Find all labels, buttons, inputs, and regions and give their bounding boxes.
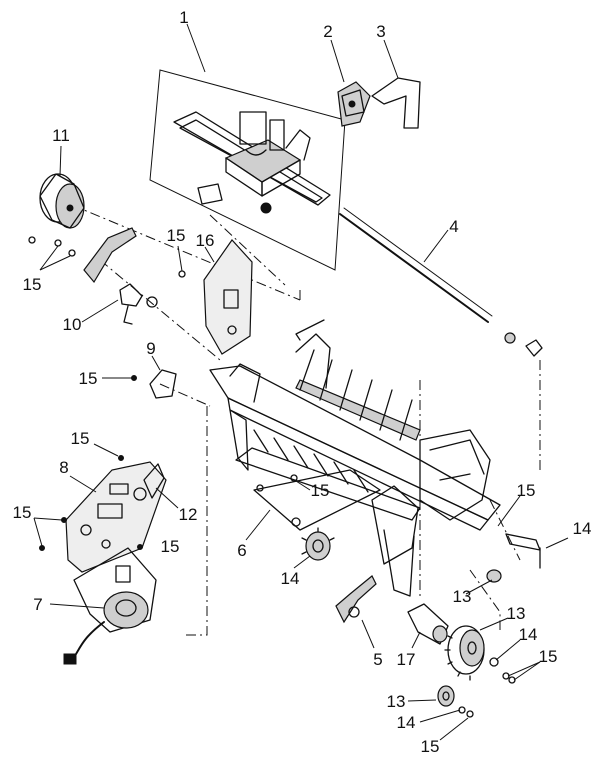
callout-15-j: 15	[421, 737, 440, 756]
part-stepper-motor[interactable]	[63, 547, 157, 665]
part-washer-right[interactable]	[486, 569, 502, 583]
screw-plate-top[interactable]	[118, 455, 124, 461]
screw-bracket[interactable]	[131, 375, 137, 381]
part-feed-lever[interactable]	[335, 575, 377, 624]
callout-8: 8	[59, 458, 68, 477]
callout-13-b: 13	[507, 604, 526, 623]
callout-15-g: 15	[311, 481, 330, 500]
part-right-bracket[interactable]	[505, 533, 541, 569]
callout-15-b: 15	[167, 226, 186, 245]
callout-15-c: 15	[79, 369, 98, 388]
screw-plate-right[interactable]	[137, 544, 143, 550]
callout-13-a: 14	[281, 569, 300, 588]
callout-6: 6	[237, 541, 246, 560]
screw-plate-left-b[interactable]	[39, 545, 45, 551]
callout-15-f: 15	[161, 537, 180, 556]
part-main-frame[interactable]	[209, 319, 501, 597]
washer-gear[interactable]	[489, 657, 499, 667]
part-carriage-assembly[interactable]	[149, 69, 346, 271]
callout-16: 16	[196, 231, 215, 250]
callout-15-h: 14	[573, 519, 592, 538]
callout-12: 12	[179, 505, 198, 524]
callout-7: 7	[33, 595, 42, 614]
screw-gear-b[interactable]	[508, 676, 516, 684]
callout-2: 2	[323, 22, 332, 41]
callout-11: 11	[52, 126, 70, 145]
part-large-gear[interactable]	[444, 625, 485, 681]
part-small-plate[interactable]	[143, 463, 165, 499]
callout-1: 1	[179, 8, 188, 27]
part-side-plate[interactable]	[203, 239, 253, 355]
part-carriage-shaft[interactable]	[339, 207, 543, 357]
callout-9: 9	[146, 339, 155, 358]
callout-15-e: 15	[13, 503, 32, 522]
part-base-plate[interactable]	[253, 469, 381, 531]
callout-14-a: 15	[517, 481, 536, 500]
callout-5: 5	[373, 650, 382, 669]
callout-15-a: 15	[23, 275, 42, 294]
part-small-gear-bottom[interactable]	[437, 685, 455, 707]
part-lever-bracket[interactable]	[83, 227, 158, 325]
part-platen-gear-left[interactable]	[301, 527, 335, 561]
callout-14-b: 13	[453, 587, 472, 606]
callout-15-i: 15	[539, 647, 558, 666]
screw-plate-left-a[interactable]	[61, 517, 67, 523]
callout-3: 3	[376, 22, 385, 41]
part-gear-lever[interactable]	[407, 603, 449, 645]
screw-bottom[interactable]	[466, 710, 474, 718]
part-small-bracket[interactable]	[149, 369, 177, 399]
screw-base-plate[interactable]	[290, 474, 298, 482]
callout-13-c: 13	[387, 692, 406, 711]
callout-10: 10	[63, 315, 82, 334]
part-print-head[interactable]	[337, 81, 371, 127]
callout-14-d: 14	[397, 713, 416, 732]
callout-17: 17	[397, 650, 416, 669]
callout-14-c: 14	[519, 625, 538, 644]
callout-4: 4	[449, 217, 458, 236]
screw-left-upper[interactable]	[28, 236, 76, 257]
part-motor[interactable]	[39, 173, 85, 229]
callout-15-d: 15	[71, 429, 90, 448]
screw-plate[interactable]	[178, 270, 186, 278]
part-ribbon-cable[interactable]	[371, 77, 421, 129]
